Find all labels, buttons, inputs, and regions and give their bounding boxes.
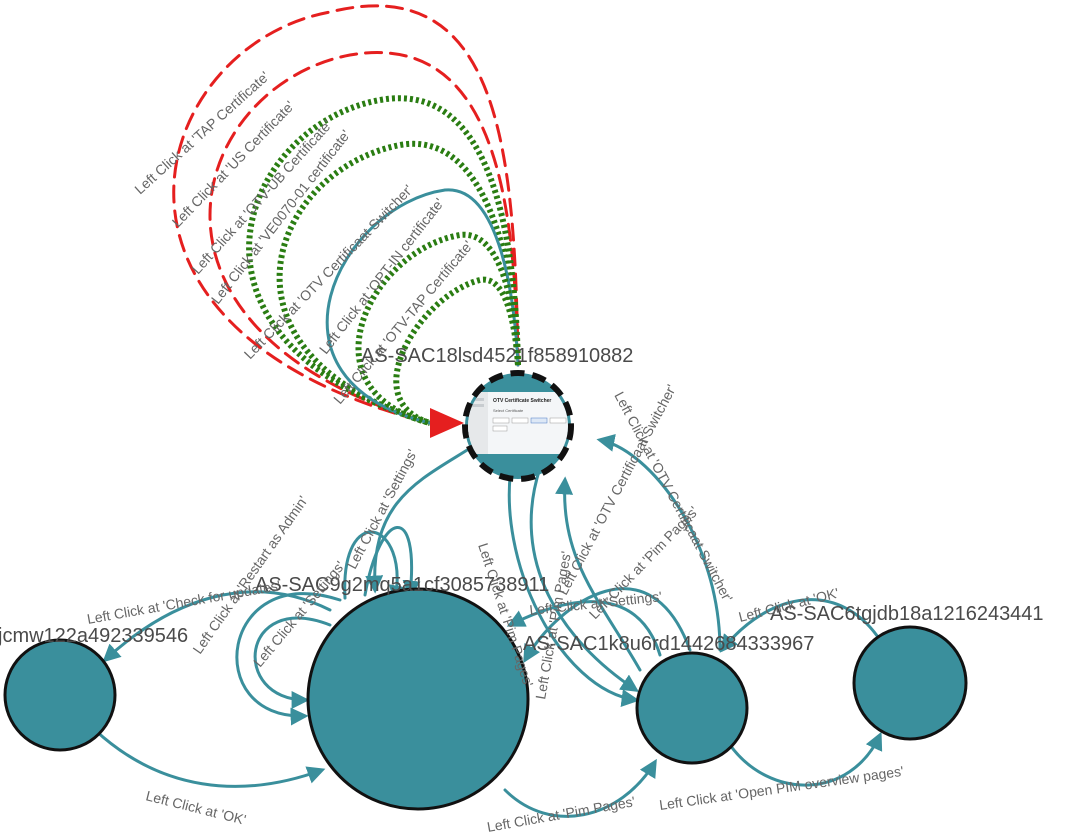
edge-ok-bottom [93,728,326,788]
node-label-sac6: AS-SAC6tgjdb18a1216243441 [770,603,1044,625]
red-arrowhead [430,408,464,438]
edge-ok-right [719,598,882,653]
label-settings-top: Left Click at 'Settings' [344,446,421,571]
edge-settings-c [506,600,662,657]
node-sac9[interactable] [306,587,530,811]
label-pim-pages-bottom: Left Click at 'Pim Pages' [486,793,637,833]
edge-settings-loop-b [253,616,332,709]
label-ok-bottom: Left Click at 'OK' [144,787,247,827]
label-otv-switcher-b: Left Click at 'OTV Certificaat Switcher' [555,382,680,598]
edge-otv-ub-certificate [246,95,521,426]
node-sac18[interactable]: OTV Certificate Switcher Select Certific… [462,370,576,482]
edge-otv-switcher-c [596,434,722,652]
label-check-updates: Left Click at 'Check for updates' [86,577,282,627]
edge-ve0070-certificate [276,140,521,426]
node-jcmw[interactable] [3,638,117,752]
node-label-sac1k: AS-SAC1k8u6rd1442684333967 [523,633,814,655]
node-sac6[interactable] [852,625,968,741]
edge-settings-top [365,445,474,594]
node-thumbnail: OTV Certificate Switcher Select Certific… [468,392,568,454]
edge-tap-certificate [172,4,520,425]
edge-restart-admin-b [343,530,407,604]
edge-pim-pages-bottom [503,758,657,818]
edge-pages-d [523,587,692,664]
label-open-pim: Left Click at 'Open PIM overview pages' [658,763,904,813]
edge-open-pim [728,731,883,787]
edge-restart-admin [363,526,421,599]
node-sac1k[interactable] [635,651,749,765]
thumbnail-line: Select Certificate [493,408,524,413]
edge-us-certificate [208,51,520,425]
edge-otv-certificaat-switcher-loop [325,188,520,425]
thumbnail-title: OTV Certificate Switcher [493,398,551,404]
edge-opt-in-certificate [355,231,521,426]
edge-settings-loop-a [235,592,342,726]
edge-pim-pages-a [507,460,640,708]
edge-check-updates [102,590,332,663]
edge-otv-switcher-b [555,476,642,672]
edge-pim-pages-b [529,466,640,692]
node-label-sac9: AS-SAC9g2mq5a1cf3085738911 [255,574,549,596]
node-label-jcmw: jcmw122a492339546 [0,625,188,647]
node-label-sac18: AS-SAC18lsd4521f858910882 [361,345,633,367]
edge-otv-tap-certificate [393,276,521,426]
